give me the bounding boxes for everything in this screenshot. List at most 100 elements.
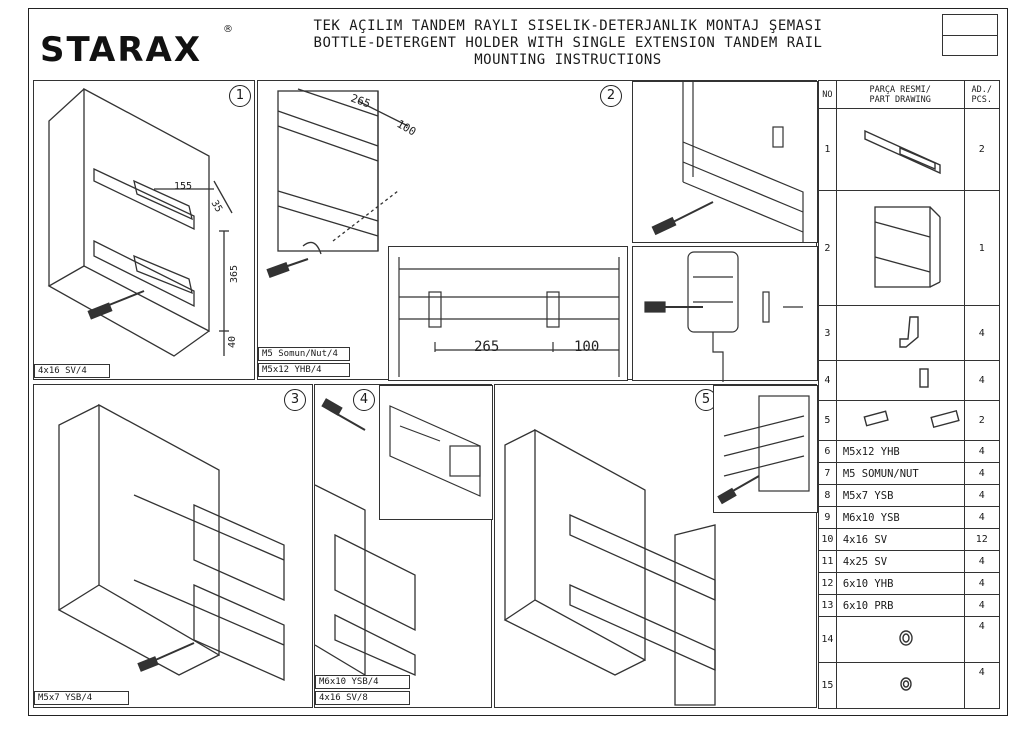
row-no: 14 xyxy=(818,616,837,663)
parts-row: 15 4 xyxy=(818,662,1001,709)
parts-table: NO PARÇA RESMI/ PART DRAWING AD./ PCS. 1… xyxy=(818,80,1001,709)
row-qty: 4 xyxy=(963,616,1001,663)
row-no: 1 xyxy=(818,108,837,191)
dim-365: 365 xyxy=(229,265,240,283)
row-qty: 4 xyxy=(963,662,1001,709)
step-1-number: 1 xyxy=(229,85,251,107)
bracket-icon xyxy=(835,305,965,361)
step-3-panel: 3 M5x7 YSB/4 xyxy=(33,384,313,708)
row-desc: 6x10 YHB xyxy=(835,572,965,595)
row-qty: 4 xyxy=(963,594,1001,617)
header-drawing: PARÇA RESMI/ PART DRAWING xyxy=(835,80,965,109)
step-5-number: 5 xyxy=(695,389,717,411)
row-qty: 4 xyxy=(963,484,1001,507)
step-3-hardware-label: M5x7 YSB/4 xyxy=(34,691,129,705)
parts-row: 7 M5 SOMUN/NUT 4 xyxy=(818,462,1001,485)
step-2-drawing: 265 100 xyxy=(266,88,419,279)
sheet-border xyxy=(28,8,1008,716)
parts-row: 3 4 xyxy=(818,305,1001,361)
step-2-number: 2 xyxy=(600,85,622,107)
row-no: 9 xyxy=(818,506,837,529)
plate-icon xyxy=(835,360,965,401)
row-qty: 2 xyxy=(963,400,1001,441)
detail-dim-100: 100 xyxy=(574,339,599,355)
dim-100: 100 xyxy=(395,117,419,138)
parts-row: 12 6x10 YHB 4 xyxy=(818,572,1001,595)
row-qty: 1 xyxy=(963,190,1001,306)
step-3-number: 3 xyxy=(284,389,306,411)
dim-40: 40 xyxy=(227,336,238,348)
brand-logo: STARAX xyxy=(40,30,203,70)
step-1-panel: 155 35 365 40 1 4x16 SV/4 xyxy=(33,80,255,380)
step-5-drawing xyxy=(503,428,716,706)
revision-box xyxy=(942,14,998,56)
parts-row: 6 M5x12 YHB 4 xyxy=(818,440,1001,463)
detail-dim-265: 265 xyxy=(474,339,499,355)
registered-mark: ® xyxy=(223,24,233,35)
rail-icon xyxy=(835,108,965,191)
title-line-1: TEK AÇILIM TANDEM RAYLI SISELIK-DETERJAN… xyxy=(313,18,823,34)
row-qty: 4 xyxy=(963,462,1001,485)
row-no: 11 xyxy=(818,550,837,573)
row-desc: M5x12 YHB xyxy=(835,440,965,463)
step-1-drawing: 155 35 365 40 xyxy=(47,87,240,357)
row-desc: 6x10 PRB xyxy=(835,594,965,617)
parts-row: 14 4 xyxy=(818,616,1001,663)
parts-row: 4 4 xyxy=(818,360,1001,401)
row-no: 6 xyxy=(818,440,837,463)
header-no: NO xyxy=(818,80,837,109)
row-qty: 12 xyxy=(963,528,1001,551)
step-3-drawing xyxy=(57,403,285,682)
cap-icon xyxy=(835,662,965,709)
row-no: 3 xyxy=(818,305,837,361)
step-2-detail-screw xyxy=(632,246,818,382)
dim-155: 155 xyxy=(174,181,192,192)
row-qty: 4 xyxy=(963,360,1001,401)
row-no: 10 xyxy=(818,528,837,551)
row-no: 5 xyxy=(818,400,837,441)
parts-row: 9 M6x10 YSB 4 xyxy=(818,506,1001,529)
step-4-bolt-label: M6x10 YSB/4 xyxy=(315,675,410,689)
parts-row: 1 2 xyxy=(818,108,1001,191)
title-line-3: MOUNTING INSTRUCTIONS xyxy=(474,52,662,68)
parts-row: 11 4x25 SV 4 xyxy=(818,550,1001,573)
parts-row: 13 6x10 PRB 4 xyxy=(818,594,1001,617)
row-desc: 4x16 SV xyxy=(835,528,965,551)
row-qty: 4 xyxy=(963,440,1001,463)
row-qty: 2 xyxy=(963,108,1001,191)
row-desc: 4x25 SV xyxy=(835,550,965,573)
row-qty: 4 xyxy=(963,305,1001,361)
step-4-drawing xyxy=(315,398,416,677)
row-no: 4 xyxy=(818,360,837,401)
row-no: 12 xyxy=(818,572,837,595)
row-desc: M6x10 YSB xyxy=(835,506,965,529)
step-2-panel: 265 100 2 M5 Somun/Nut/4 M5x12 YHB/4 xyxy=(257,80,818,382)
step-5-detail xyxy=(713,385,818,513)
parts-row: 2 1 xyxy=(818,190,1001,306)
step-2-detail-side xyxy=(632,81,818,243)
parts-row: 5 2 xyxy=(818,400,1001,441)
row-desc: M5x7 YSB xyxy=(835,484,965,507)
row-no: 13 xyxy=(818,594,837,617)
step-2-detail-front: 265 100 xyxy=(388,246,628,381)
step-4-number: 4 xyxy=(353,389,375,411)
row-no: 8 xyxy=(818,484,837,507)
row-qty: 4 xyxy=(963,550,1001,573)
basket-icon xyxy=(835,190,965,306)
connector-icon xyxy=(835,400,965,441)
cap-icon xyxy=(835,616,965,663)
row-desc: M5 SOMUN/NUT xyxy=(835,462,965,485)
header-qty: AD./ PCS. xyxy=(963,80,1001,109)
document-title: TEK AÇILIM TANDEM RAYLI SISELIK-DETERJAN… xyxy=(258,18,878,69)
step-4-detail xyxy=(379,385,493,520)
row-qty: 4 xyxy=(963,572,1001,595)
step-4-screw-label: 4x16 SV/8 xyxy=(315,691,410,705)
row-no: 15 xyxy=(818,662,837,709)
row-qty: 4 xyxy=(963,506,1001,529)
row-no: 2 xyxy=(818,190,837,306)
step-5-panel: 5 xyxy=(494,384,818,708)
dim-35: 35 xyxy=(209,198,225,214)
dim-265: 265 xyxy=(349,92,372,111)
parts-row: 10 4x16 SV 12 xyxy=(818,528,1001,551)
step-1-hardware-label: 4x16 SV/4 xyxy=(34,364,110,378)
